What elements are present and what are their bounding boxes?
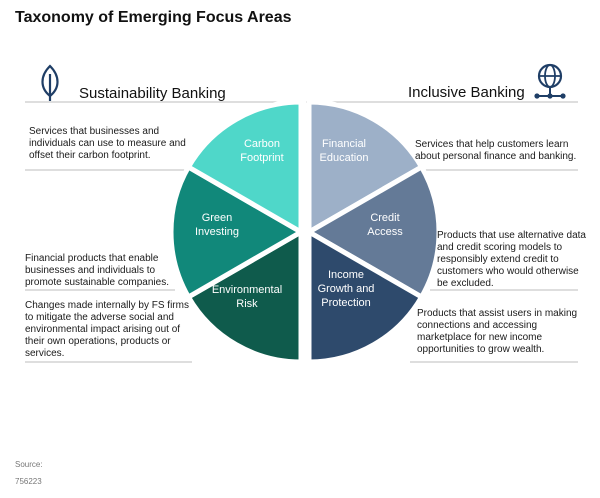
page-title: Taxonomy of Emerging Focus Areas [15,9,292,26]
description-credit-access: Products that use alternative data and c… [437,230,586,289]
description-carbon-footprint: Services that businesses and individuals… [29,126,186,161]
segment-income-growth [306,229,425,365]
segment-green-investing [168,164,304,300]
segment-environmental-risk [185,229,304,365]
chart-id: 756223 [15,477,42,486]
segment-credit-access [306,164,442,300]
leaf-icon [41,64,59,101]
sustainability-banking-heading: Sustainability Banking [79,85,226,102]
description-income-growth: Products that assist users in making con… [417,308,578,355]
description-green-investing: Financial products that enable businesse… [25,253,169,288]
segment-carbon-footprint [185,99,304,235]
description-environmental-risk: Changes made internally by FS firms to m… [25,300,189,359]
source-label: Source: [15,460,43,469]
description-financial-education: Services that help customers learn about… [415,139,577,162]
segment-financial-education [306,99,425,235]
globe-network-icon [534,63,566,99]
inclusive-banking-heading: Inclusive Banking [408,84,525,101]
